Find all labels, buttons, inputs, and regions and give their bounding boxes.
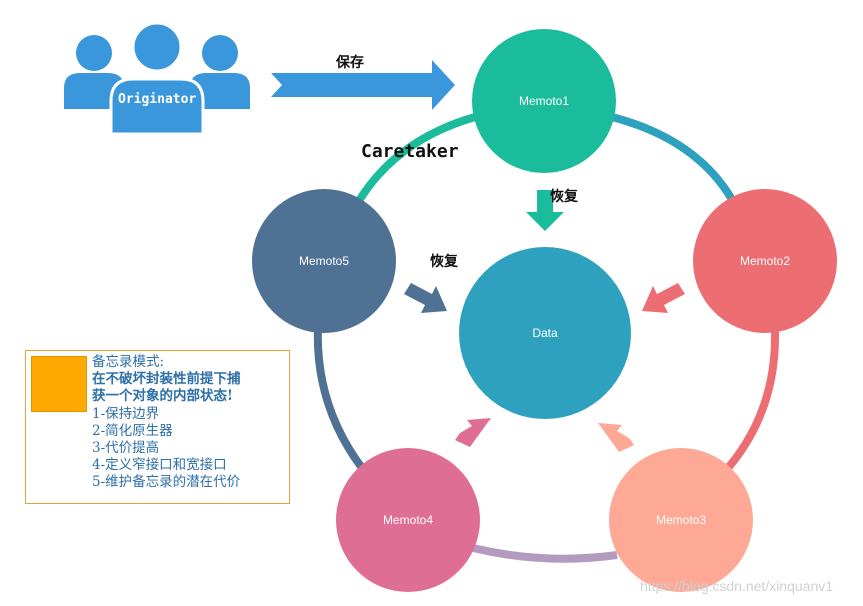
caretaker-label: Caretaker [361, 141, 459, 162]
memento-3-circle [609, 448, 753, 592]
restore-arrow-m3-icon [598, 423, 634, 452]
restore-arrow-m5-icon [404, 283, 447, 313]
ring-arc-m3-m4 [472, 544, 618, 563]
restore-arrow-m2-icon [642, 283, 685, 313]
ring-arc-m1-m2 [610, 113, 739, 207]
restore-arrow-m1-icon [526, 190, 564, 231]
restore-label-top: 恢复 [550, 189, 578, 205]
save-arrow-icon [271, 60, 455, 110]
data-label: Data [532, 326, 558, 340]
memento-4-circle [336, 448, 480, 592]
note-item-3: 3-代价提高 [92, 440, 160, 457]
note-swatch [31, 356, 87, 412]
memento-4-label: Memoto4 [383, 513, 433, 527]
caretaker-ring [313, 113, 780, 563]
note-bold-line-1: 在不破坏封装性前提下捕 [92, 371, 241, 388]
memento-5-circle [252, 189, 396, 333]
originator-label: Originator [118, 92, 197, 107]
memento-3-label: Memoto3 [656, 513, 706, 527]
memento-2-circle [693, 189, 837, 333]
memento-2-label: Memoto2 [740, 254, 790, 268]
note-text: 备忘录模式: 在不破坏封装性前提下捕 获一个对象的内部状态! 1-保持边界 2-… [92, 354, 241, 492]
ring-arc-m2-m3 [724, 329, 780, 471]
note-bold-line-2: 获一个对象的内部状态! [92, 388, 233, 405]
memento-1-circle [472, 29, 616, 173]
memento-5-label: Memoto5 [299, 254, 349, 268]
save-label: 保存 [336, 55, 364, 71]
restore-arrow-m4-icon [455, 418, 491, 447]
ring-arc-m5-m1 [353, 113, 477, 207]
watermark: https://blog.csdn.net/xinquanv1 [640, 578, 834, 594]
data-circle [459, 247, 631, 419]
originator-icon [64, 21, 250, 136]
restore-label-left: 恢复 [430, 254, 458, 270]
note-item-2: 2-简化原生器 [92, 422, 173, 439]
note-item-4: 4-定义窄接口和宽接口 [92, 457, 227, 474]
note-title: 备忘录模式: [92, 354, 165, 370]
note-item-1: 1-保持边界 [92, 405, 160, 422]
memento-pattern-note: 备忘录模式: 在不破坏封装性前提下捕 获一个对象的内部状态! 1-保持边界 2-… [25, 350, 290, 504]
note-item-5: 5-维护备忘录的潜在代价 [92, 474, 241, 491]
ring-arc-m4-m5 [313, 326, 366, 471]
memento-1-label: Memoto1 [519, 94, 569, 108]
